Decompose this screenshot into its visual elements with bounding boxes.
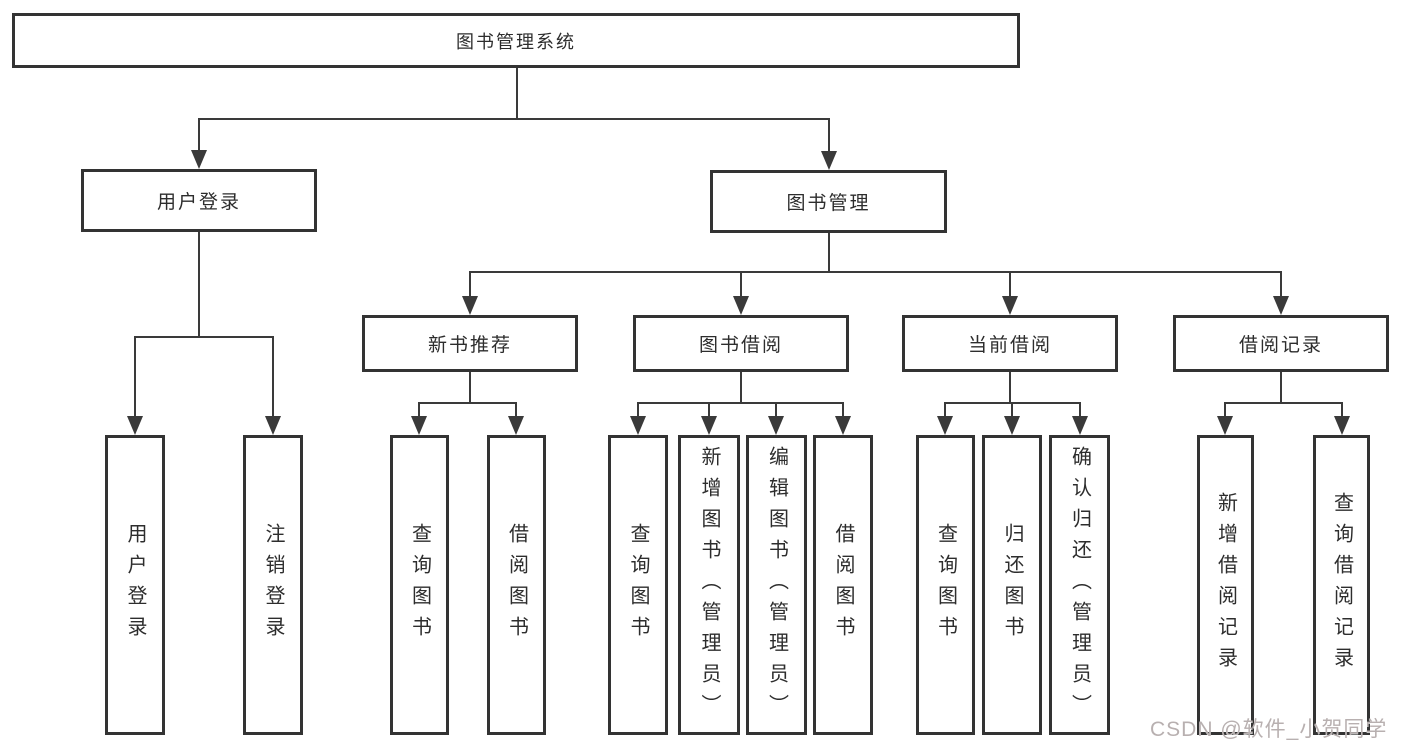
connector-new-book-rec-bar [417,401,518,405]
connector-to-bb-edit [774,402,778,416]
connector-root-stem [515,68,519,118]
connector-to-bb-query [636,402,640,416]
csdn-watermark: CSDN @软件_小贺同学 [1150,718,1388,741]
node-borrow-record: 借阅记录 [1173,315,1389,372]
arrowhead-leaf-logout [265,416,281,435]
connector-to-cb-query [943,402,947,416]
arrowhead-book-mgmt [821,151,837,170]
node-cb-confirm-return: 确认归还（管理员） [1049,435,1110,735]
node-bb-edit-book: 编辑图书（管理员） [746,435,807,735]
node-br-query-record: 查询借阅记录 [1313,435,1370,735]
connector-to-user-login [197,118,201,150]
arrowhead-br-query [1334,416,1350,435]
connector-user-login-stem [197,232,201,336]
connector-to-cb-return [1010,402,1014,416]
connector-level2-bar [197,117,831,121]
connector-to-leaf-user-login [133,336,137,416]
arrowhead-cb-query [937,416,953,435]
arrowhead-br-add [1217,416,1233,435]
connector-current-borrow-stem [1008,372,1012,402]
node-cb-query-book: 查询图书 [916,435,975,735]
connector-book-borrow-bar [636,401,845,405]
node-br-add-record: 新增借阅记录 [1197,435,1254,735]
connector-level3-bar [468,270,1283,274]
arrowhead-cb-return [1004,416,1020,435]
node-bb-query-book: 查询图书 [608,435,668,735]
arrowhead-bb-edit [768,416,784,435]
arrowhead-book-borrow [733,296,749,315]
node-leaf-user-login: 用户登录 [105,435,165,735]
node-root: 图书管理系统 [12,13,1020,68]
connector-to-book-borrow [739,271,743,296]
connector-to-book-mgmt [827,118,831,151]
node-user-login: 用户登录 [81,169,317,232]
connector-user-login-bar [133,335,275,339]
arrowhead-nbr-query [411,416,427,435]
arrowhead-user-login [191,150,207,169]
connector-book-mgmt-stem [827,233,831,271]
connector-borrow-record-stem [1279,372,1283,402]
connector-new-book-rec-stem [468,372,472,402]
connector-to-br-add [1223,402,1227,416]
arrowhead-borrow-record [1273,296,1289,315]
connector-borrow-record-bar [1223,401,1344,405]
arrowhead-cb-confirm [1072,416,1088,435]
node-book-borrow: 图书借阅 [633,315,849,372]
arrowhead-new-book-rec [462,296,478,315]
node-nbr-query-book: 查询图书 [390,435,449,735]
connector-to-bb-borrow [841,402,845,416]
arrowhead-nbr-borrow [508,416,524,435]
node-leaf-logout: 注销登录 [243,435,303,735]
arrowhead-current-borrow [1002,296,1018,315]
connector-to-bb-add [707,402,711,416]
connector-book-borrow-stem [739,372,743,402]
connector-to-br-query [1340,402,1344,416]
node-new-book-rec: 新书推荐 [362,315,578,372]
arrowhead-bb-borrow [835,416,851,435]
node-current-borrow: 当前借阅 [902,315,1118,372]
connector-to-borrow-record [1279,271,1283,296]
connector-to-nbr-query [417,402,421,416]
arrowhead-bb-query [630,416,646,435]
node-bb-borrow-book: 借阅图书 [813,435,873,735]
arrowhead-leaf-user-login [127,416,143,435]
node-book-mgmt: 图书管理 [710,170,947,233]
arrowhead-bb-add [701,416,717,435]
connector-to-current-borrow [1008,271,1012,296]
connector-to-leaf-logout [271,336,275,416]
connector-to-cb-confirm [1078,402,1082,416]
node-nbr-borrow-book: 借阅图书 [487,435,546,735]
node-bb-add-book: 新增图书（管理员） [678,435,740,735]
connector-to-new-book-rec [468,271,472,296]
connector-to-nbr-borrow [514,402,518,416]
node-cb-return-book: 归还图书 [982,435,1042,735]
